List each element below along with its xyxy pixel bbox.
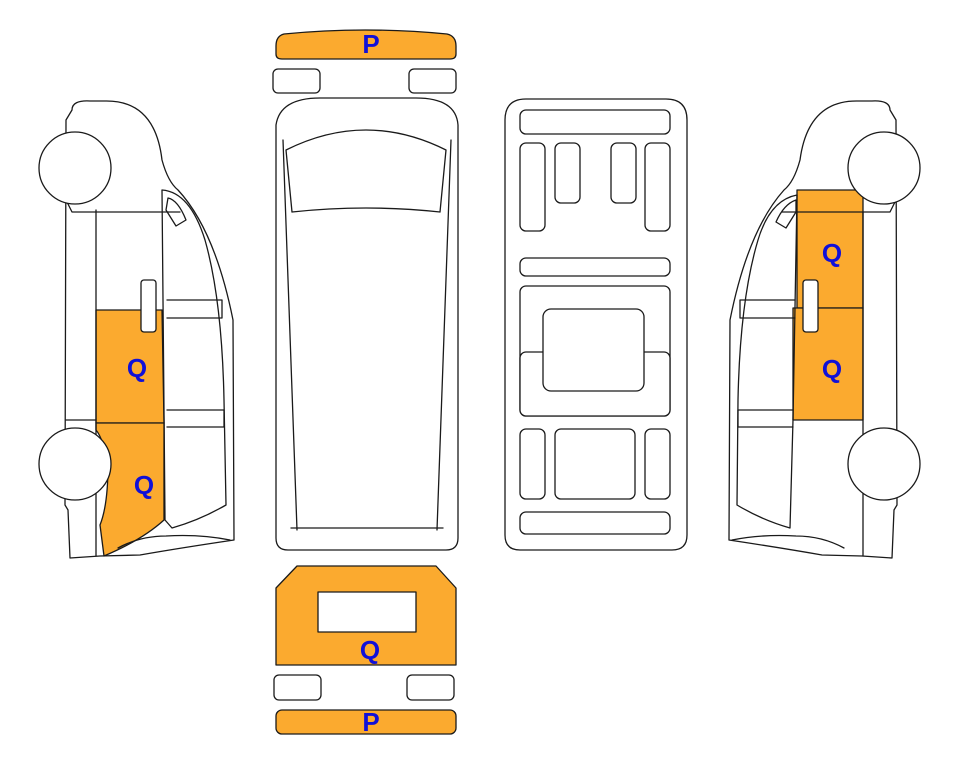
left-windows (161, 189, 227, 529)
top-roof-outline (275, 97, 459, 551)
right-door-handle (802, 279, 819, 333)
windshield (285, 129, 447, 213)
underside-view (504, 98, 688, 551)
top-view (275, 97, 459, 551)
tailgate-label: Q (360, 635, 380, 665)
left-rear-door-label: Q (127, 353, 147, 383)
left-rear-wheel (38, 427, 112, 501)
right-taillight (406, 674, 455, 701)
front-view: P (272, 29, 457, 94)
left-headlight (272, 68, 321, 94)
right-body-outline (728, 100, 898, 559)
underside-center-panel (542, 308, 645, 392)
left-front-wheel (38, 131, 112, 205)
right-rear-wheel (847, 427, 921, 501)
rear-bumper-panel[interactable] (275, 709, 457, 735)
left-side-view: Q Q (38, 100, 235, 559)
left-taillight (273, 674, 322, 701)
front-bumper-panel[interactable] (275, 29, 457, 60)
right-front-wheel (847, 131, 921, 205)
front-bumper-label: P (362, 29, 379, 59)
left-body-outline (64, 100, 235, 559)
left-rear-quarter-label: Q (134, 470, 154, 500)
right-lower-panel-label: Q (822, 354, 842, 384)
left-door-handle (140, 279, 157, 333)
rear-view: Q P (273, 565, 457, 737)
right-side-view: Q Q (728, 100, 921, 559)
right-headlight (408, 68, 457, 94)
right-front-panel-label: Q (822, 238, 842, 268)
rear-bumper-label: P (362, 707, 379, 737)
right-windows (736, 194, 798, 529)
rear-window (317, 591, 417, 633)
